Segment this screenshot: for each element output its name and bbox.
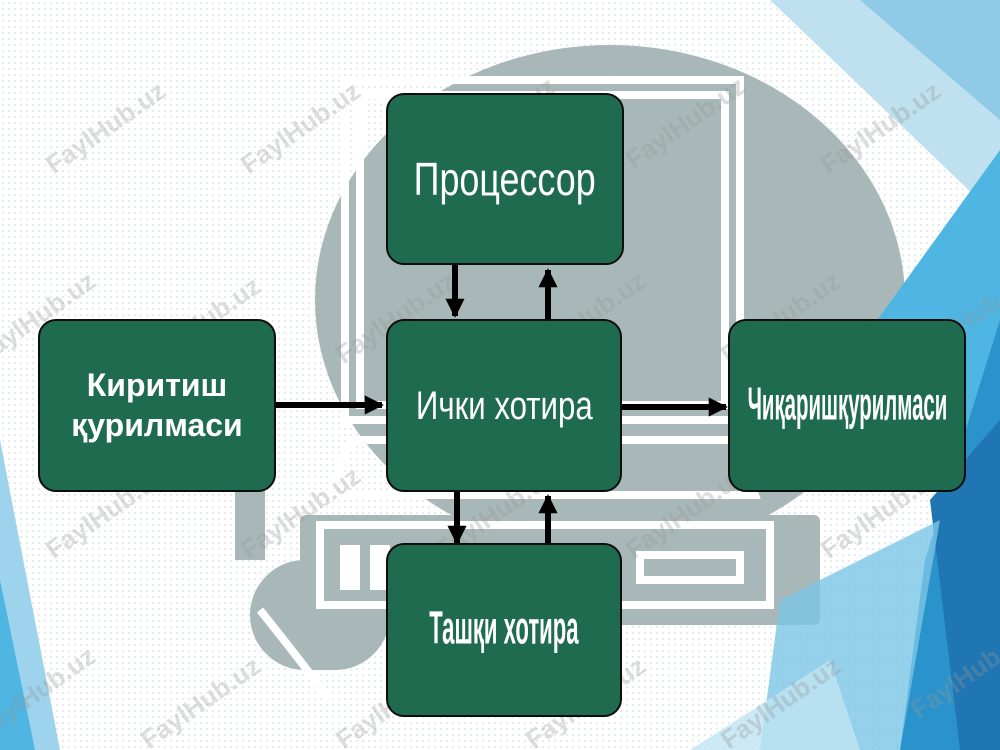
input-device-label-line2: қурилмаси: [71, 406, 243, 443]
output-device-label: Чиқаришқурилмаси: [747, 378, 947, 431]
drive-slots: [340, 545, 390, 590]
internal-memory-label: Ички хотира: [415, 383, 593, 428]
external-memory-box: Ташқи хотира: [386, 543, 622, 717]
input-device-label-line1: Киритиш: [86, 366, 228, 403]
processor-box: Процессор: [386, 93, 624, 265]
external-memory-label: Ташқи хотира: [429, 603, 579, 655]
processor-label: Процессор: [413, 152, 596, 205]
output-device-box: Чиқаришқурилмаси: [728, 319, 966, 492]
input-device-box: Киритиш қурилмаси: [38, 319, 276, 492]
internal-memory-box: Ички хотира: [386, 319, 622, 492]
